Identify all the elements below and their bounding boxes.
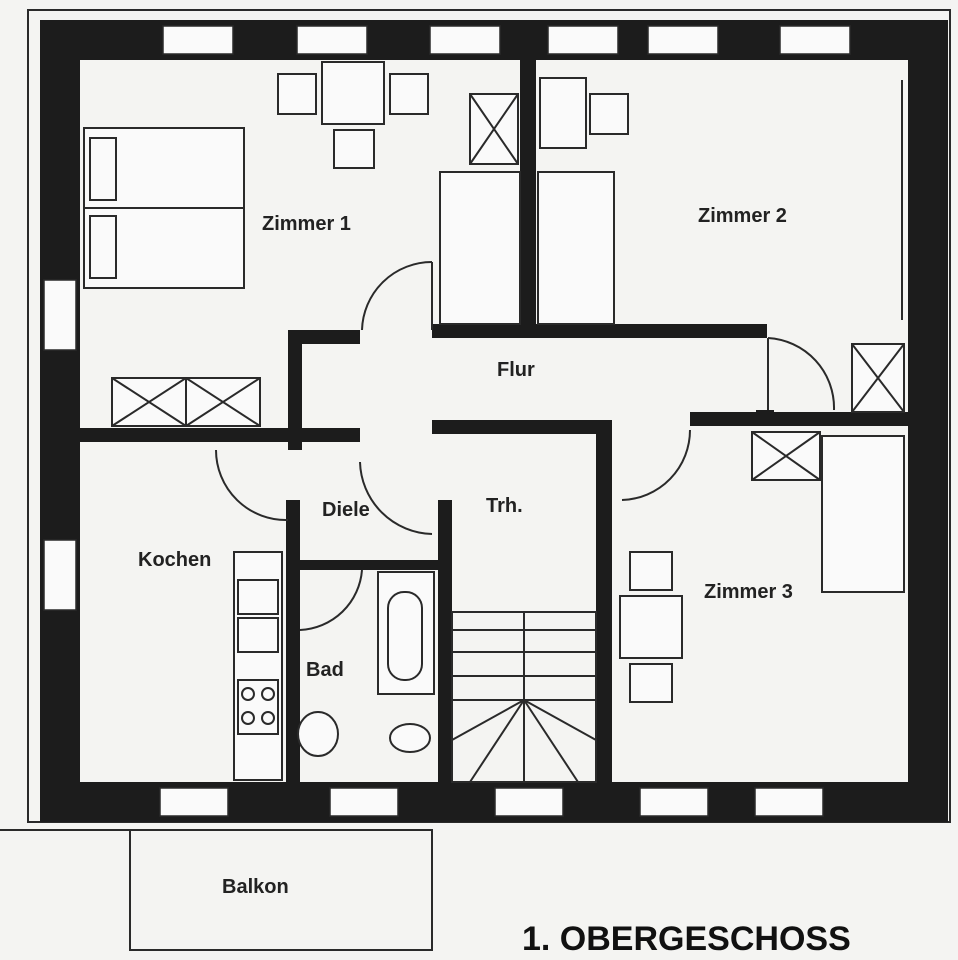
room-label-zimmer3: Zimmer 3 [704, 581, 793, 603]
room-label-zimmer2: Zimmer 2 [698, 205, 787, 227]
floor-title: 1. OBERGESCHOSS [522, 920, 851, 958]
interior-walls [80, 60, 908, 782]
zimmer3-furniture [619, 431, 905, 703]
room-label-zimmer1: Zimmer 1 [262, 213, 351, 235]
room-label-bad: Bad [306, 659, 344, 681]
room-label-diele: Diele [322, 499, 370, 521]
staircase [451, 611, 597, 783]
room-label-trh: Trh. [486, 495, 523, 517]
balcony [0, 829, 433, 951]
kitchen-counter [233, 551, 283, 781]
room-label-kochen: Kochen [138, 549, 211, 571]
room-label-balkon: Balkon [222, 876, 289, 898]
room-label-flur: Flur [497, 359, 535, 381]
zimmer1-furniture [83, 61, 521, 427]
bathroom-fixtures [297, 571, 435, 757]
doors [215, 261, 836, 631]
windows [43, 25, 851, 817]
zimmer2-furniture [537, 77, 905, 413]
